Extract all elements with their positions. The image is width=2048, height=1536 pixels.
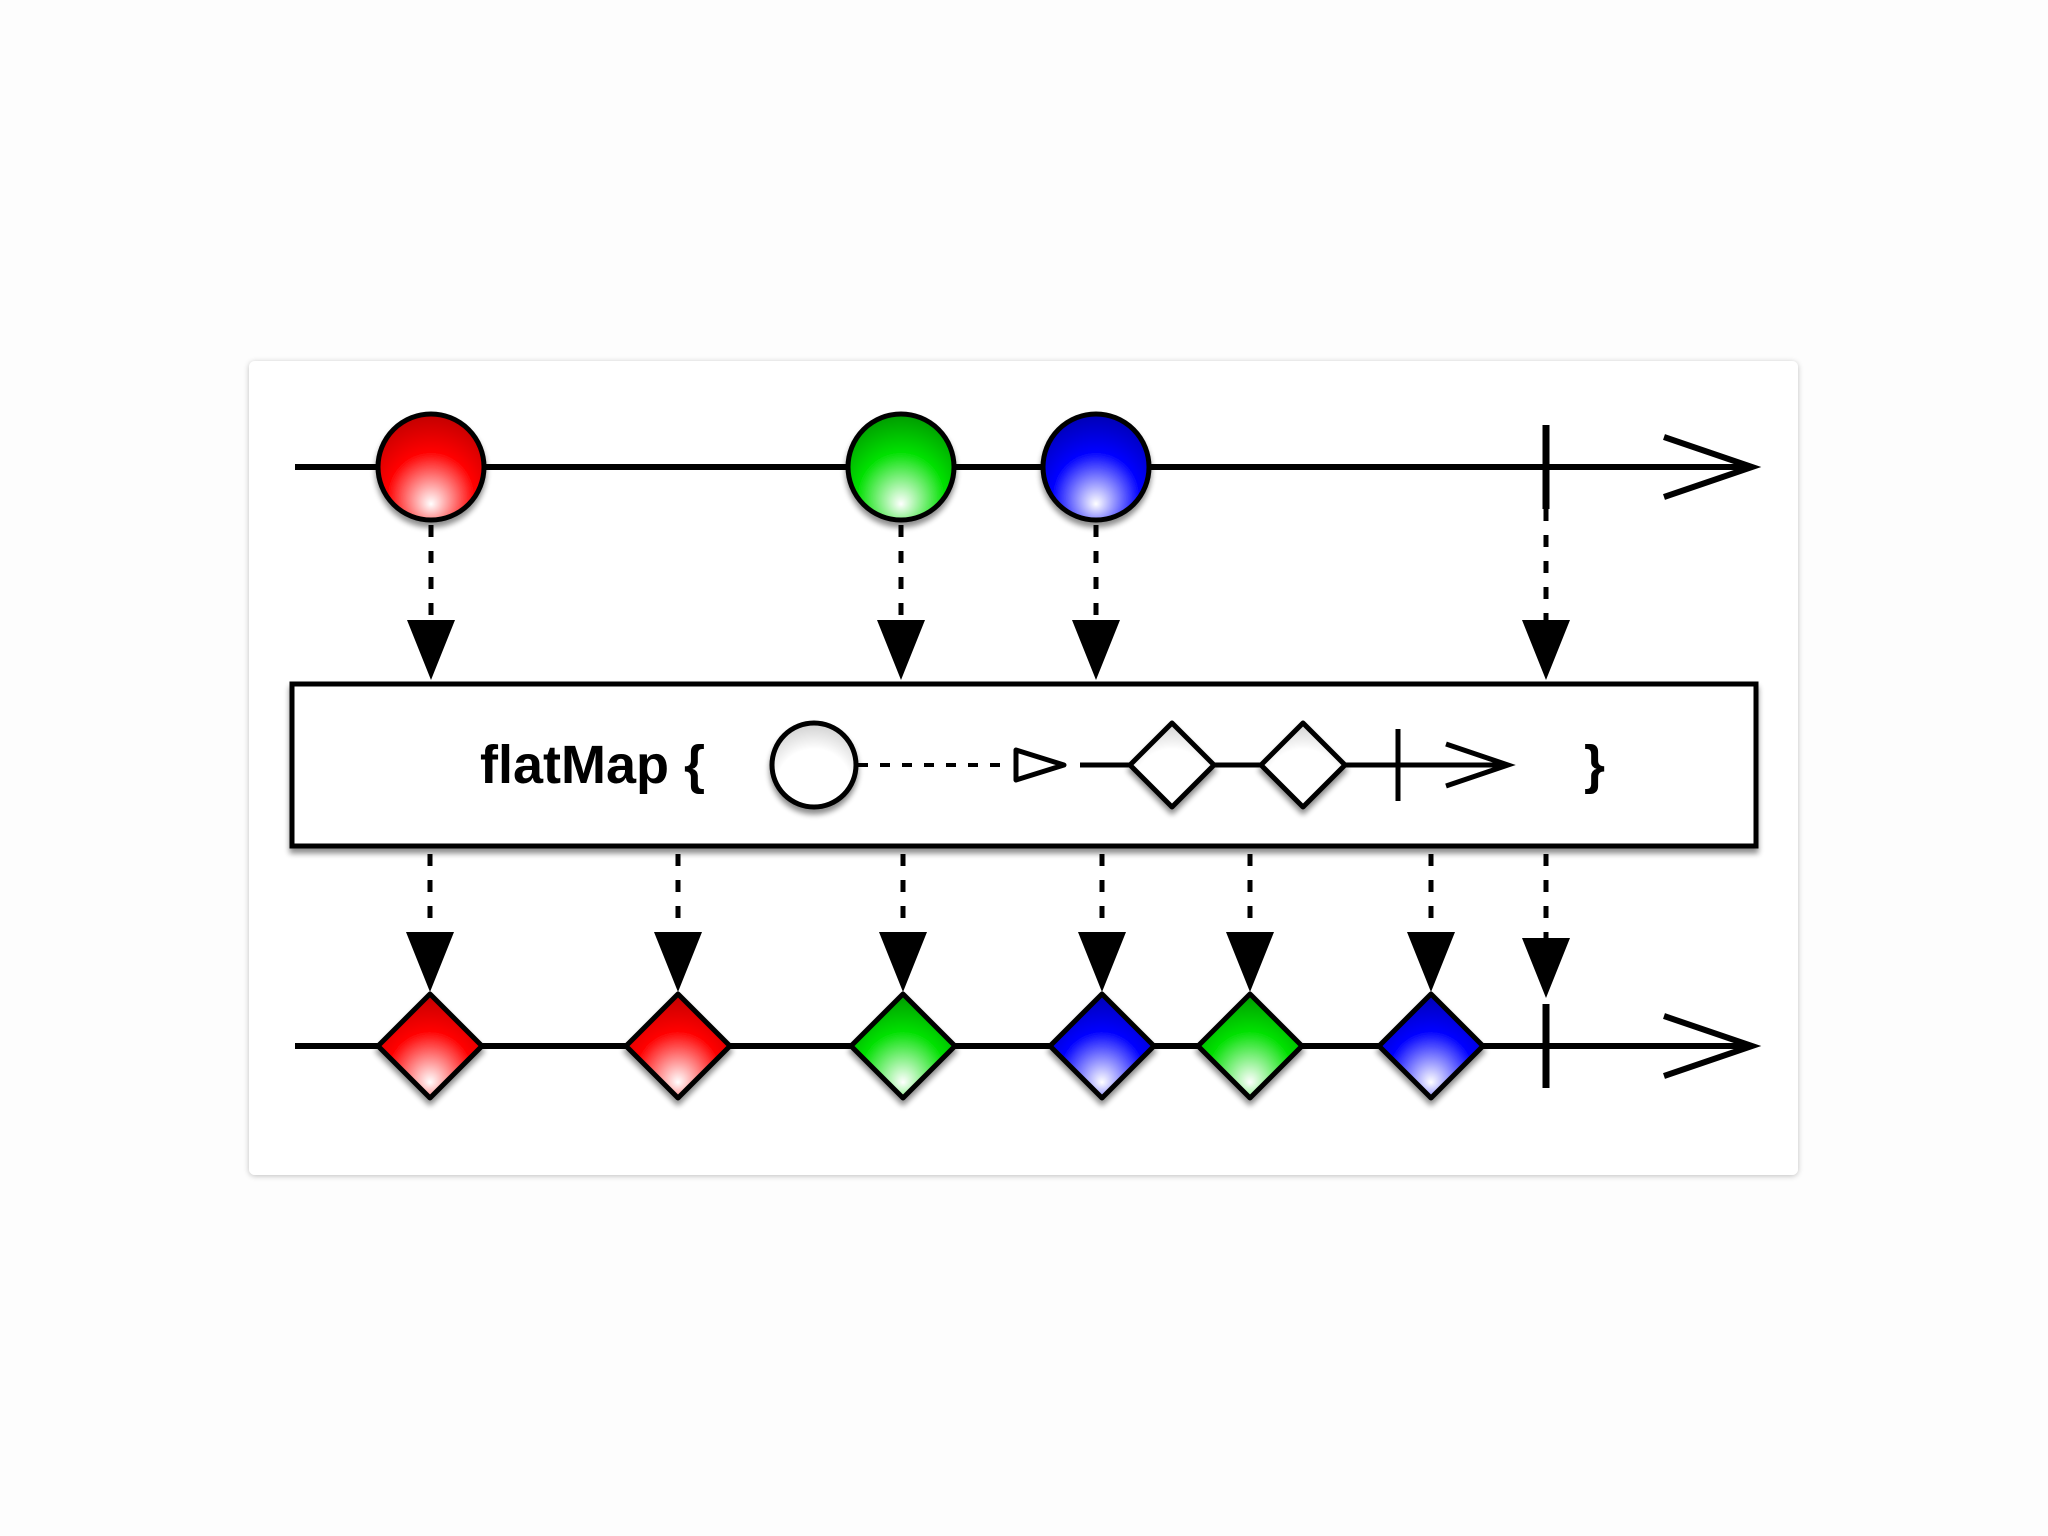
operator-to-output-arrow [654,854,702,992]
operator-to-output-arrow [1226,854,1274,992]
output-stream [295,991,1762,1101]
input-complete-arrow [1522,509,1570,680]
output-diamond-green [848,991,958,1101]
input-to-operator-arrow [1072,525,1120,680]
output-diamond-green [1195,991,1305,1101]
inner-arrowhead [1013,747,1067,783]
operator-to-output-arrow [406,854,454,992]
operator-to-output-arrow [1078,854,1126,992]
inner-example [769,720,1516,810]
operator-to-output-arrow [1407,854,1455,992]
inner-output-diamond [1127,720,1217,810]
operator-to-output-arrow [879,854,927,992]
operator-close-brace: } [1584,735,1605,795]
inner-source-marble [769,720,859,810]
connector-arrows [406,509,1570,998]
operator-label: flatMap { [480,735,705,795]
input-marble-blue [1040,411,1152,523]
output-diamond-blue [1047,991,1157,1101]
input-marble-green [845,411,957,523]
inner-timeline-arrowhead [1445,741,1516,789]
input-stream [295,411,1762,523]
input-to-operator-arrow [407,525,455,680]
inner-output-diamond [1258,720,1348,810]
output-diamond-red [623,991,733,1101]
output-complete-arrow [1522,854,1570,998]
input-marble-red [375,411,487,523]
output-diamond-red [375,991,485,1101]
input-timeline-arrowhead [1663,434,1762,500]
input-to-operator-arrow [877,525,925,680]
output-timeline-arrowhead [1663,1013,1762,1079]
output-diamond-blue [1376,991,1486,1101]
